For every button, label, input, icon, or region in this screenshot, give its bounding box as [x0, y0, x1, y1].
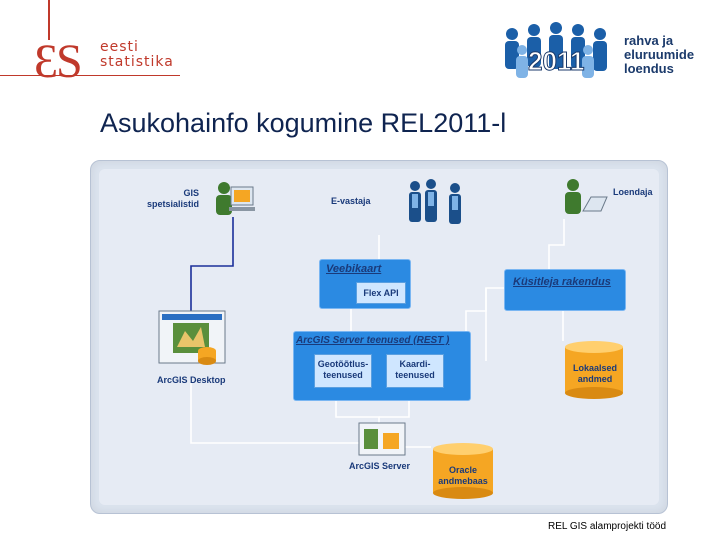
arcgis-server-label: ArcGIS Server — [349, 461, 411, 471]
gis-specialist-icon — [216, 182, 255, 215]
logo-line-2: statistika — [100, 54, 174, 70]
gis-specialists-label: GIS spetsialistid — [147, 188, 200, 209]
arcgis-services-box: ArcGIS Server teenused (REST ) Geotõõtlu… — [293, 331, 471, 401]
slide-title: Asukohainfo kogumine REL2011-l — [100, 108, 507, 138]
enumerator-app-title: Küsitleja rakendus — [513, 276, 611, 288]
logo-divider-vertical — [48, 0, 50, 40]
gis-to-desktop-line — [190, 217, 234, 311]
geocoding-to-server-line — [335, 399, 380, 425]
arcgis-services-title: ArcGIS Server teenused (REST ) — [296, 335, 450, 346]
map-services-box: Kaardi- teenused — [386, 354, 444, 388]
census-line-1: rahva ja — [624, 33, 674, 48]
statistics-estonia-logo: ƐS eesti statistika — [0, 0, 190, 100]
logo-mark: ƐS — [34, 35, 83, 88]
slide-footer: REL GIS alamprojekti tööd — [548, 521, 667, 532]
geocoding-services-box: Geotõõtlus- teenused — [314, 354, 372, 388]
logo-line-1: eesti — [100, 39, 139, 55]
census-year-mark: 2011 — [528, 46, 584, 76]
mapservice-to-server-line — [379, 399, 410, 418]
app-services-link-line — [485, 287, 504, 361]
e-respondent-people-icon — [409, 179, 461, 224]
arcgis-desktop-icon — [158, 310, 226, 365]
census-line-3: loendus — [624, 61, 674, 76]
oracle-database-label: Oracle andmebaas — [438, 465, 488, 486]
enumerator-app-box: Küsitleja rakendus — [504, 269, 626, 311]
arcgis-server-icon — [358, 422, 406, 456]
e-respondent-label: E-vastaja — [331, 196, 371, 206]
arcgis-desktop-label: ArcGIS Desktop — [157, 375, 226, 385]
enumerator-icon — [565, 179, 608, 214]
census-line-2: eluruumide — [624, 47, 695, 62]
architecture-diagram: GIS spetsialistid E-vastaja Loendaja Vee… — [90, 160, 668, 514]
flex-api-box: Flex API — [356, 282, 406, 304]
enumerator-to-app-line — [548, 219, 565, 269]
enumerator-label: Loendaja — [613, 187, 653, 197]
oracle-database-icon — [433, 443, 493, 499]
logo-divider-horizontal — [0, 75, 180, 76]
census-people-icon: 2011 — [505, 22, 607, 78]
web-map-title: Veebikaart — [326, 263, 382, 275]
app-to-services-line — [465, 288, 487, 331]
census-wordmark: rahva ja eluruumide loendus — [624, 34, 694, 76]
census-logo: 2011 rahva ja eluruumide loendus — [500, 20, 700, 92]
local-data-database-icon — [565, 341, 623, 399]
web-map-box: Veebikaart Flex API — [319, 259, 411, 309]
logo-wordmark: eesti statistika — [100, 40, 174, 70]
local-data-label: Lokaalsed andmed — [572, 363, 618, 384]
